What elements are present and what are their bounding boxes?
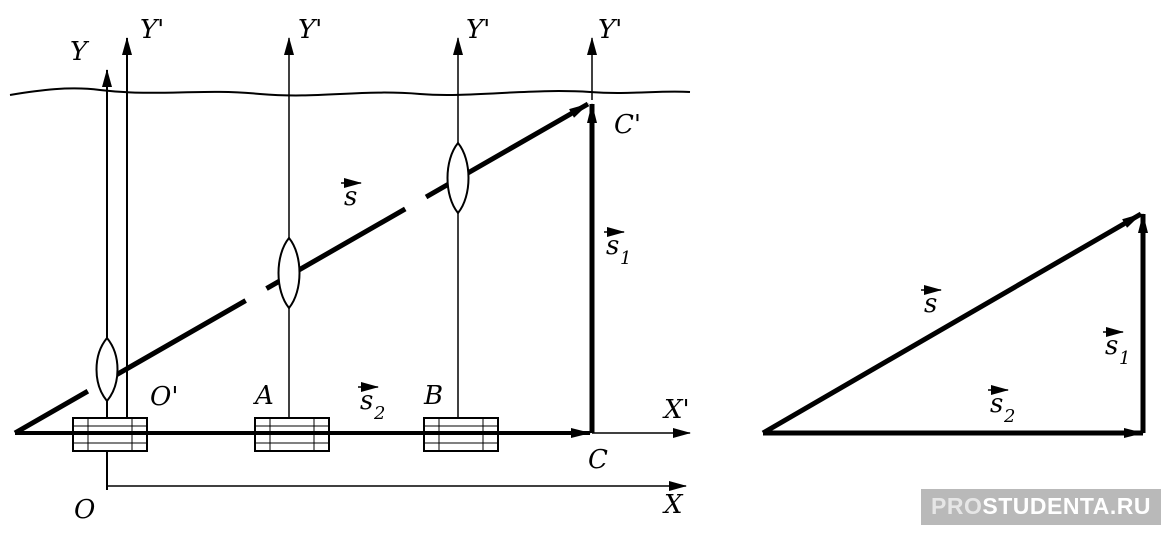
vector-s1-label: s 1 <box>604 227 631 269</box>
svg-text:s: s <box>924 289 937 319</box>
svg-text:s: s <box>344 182 357 212</box>
point-oprime-label: O' <box>150 382 178 412</box>
svg-text:s: s <box>1105 331 1118 361</box>
watermark-part1: PRO <box>931 493 983 519</box>
svg-text:1: 1 <box>1119 348 1130 369</box>
boat-icon <box>95 336 119 403</box>
point-a-label: A <box>253 381 274 411</box>
watermark-logo: PROSTUDENTA.RU <box>921 489 1161 525</box>
svg-text:1: 1 <box>620 248 631 269</box>
x-prime-label: X' <box>662 395 690 425</box>
x-label: X <box>662 490 684 520</box>
shore-line <box>9 87 691 97</box>
svg-text:s: s <box>990 389 1003 419</box>
point-cprime-label: C' <box>614 110 641 140</box>
svg-text:s: s <box>360 386 373 416</box>
boat-icon <box>446 141 470 215</box>
point-b-label: B <box>423 381 443 411</box>
svg-text:2: 2 <box>373 403 385 424</box>
point-o-label: O <box>74 495 95 525</box>
raft-icon <box>254 417 330 452</box>
raft-icon <box>72 417 148 452</box>
y-prime-label: Y' <box>140 15 164 45</box>
boat-icon <box>277 236 301 310</box>
triangle-s2-label: s 2 <box>988 385 1015 427</box>
y-label: Y <box>70 37 90 67</box>
y-prime-label: Y' <box>298 15 322 45</box>
triangle-s-label: s <box>921 285 942 319</box>
triangle-vector-s <box>761 211 1143 436</box>
raft-icon <box>423 417 499 452</box>
triangle-s1-label: s 1 <box>1103 327 1130 369</box>
watermark-part2: STUDENTA.RU <box>982 493 1151 519</box>
point-c-label: C <box>588 445 608 475</box>
vector-s-label: s <box>341 178 362 212</box>
svg-text:2: 2 <box>1003 406 1015 427</box>
y-prime-label: Y' <box>466 15 490 45</box>
y-prime-label: Y' <box>598 15 622 45</box>
svg-text:s: s <box>606 231 619 261</box>
vector-s2-label: s 2 <box>358 382 385 424</box>
